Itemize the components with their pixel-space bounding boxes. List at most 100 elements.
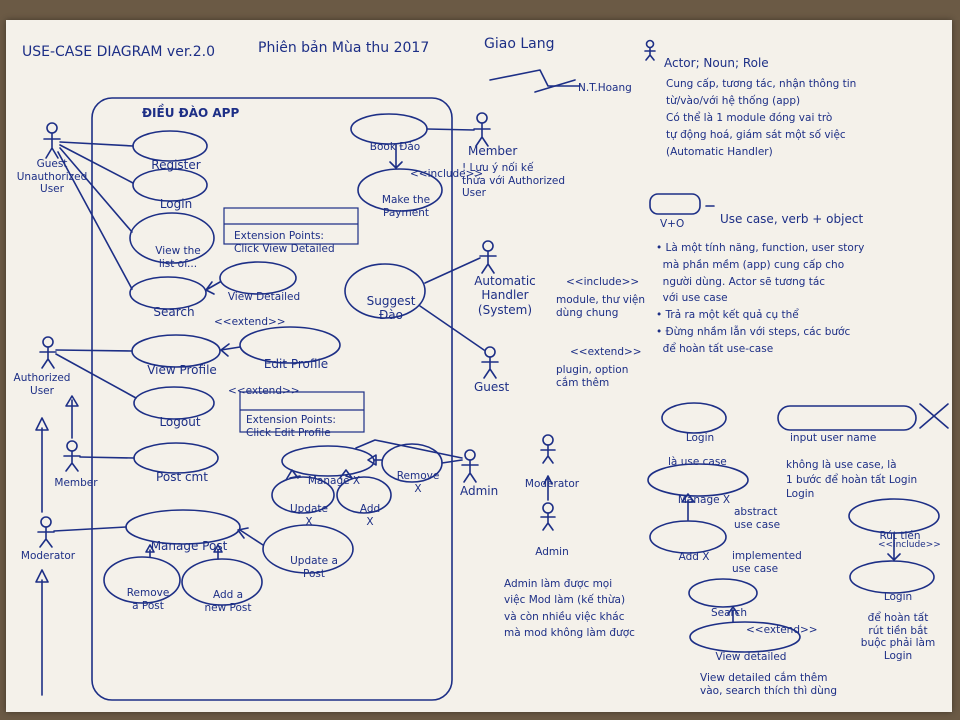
mid-include-desc: module, thư viện dùng chung (556, 294, 646, 319)
include-book-arrow (389, 144, 403, 169)
diagram-title: USE-CASE DIAGRAM ver.2.0 (22, 44, 216, 60)
uc-view-detailed-label: View Detailed (227, 291, 301, 303)
remove-x-gen (367, 454, 383, 466)
actor-heading: Actor; Noun; Role (664, 56, 769, 70)
ex-input-label: input user name (790, 432, 877, 444)
uc-remove-x-label: Remove X (396, 470, 440, 495)
actor-guest-right-figure (481, 346, 499, 379)
uc-view-list-label: View the list of... (155, 245, 201, 270)
authorized-associations (55, 349, 137, 399)
uc-suggest (344, 263, 426, 319)
uc-manage-x (281, 445, 375, 477)
uc-payment-label: Make the Payment (381, 194, 431, 219)
actor-authorized-figure (39, 336, 57, 369)
actor-auto-handler-label: Automatic Handler (System) (474, 274, 536, 317)
vo-badge: V+O (660, 218, 685, 230)
heading-actor-figure (644, 39, 656, 61)
mid-moderator-label: Moderator (524, 478, 580, 490)
uc-post-cmt-label: Post cmt (156, 470, 208, 484)
uc-login (132, 168, 208, 202)
uc-remove-post-label: Remove a Post (126, 587, 170, 612)
actor-moderator-label: Moderator (20, 550, 76, 562)
mid-admin-desc: Admin làm được mọi việc Mod làm (kế thừa… (504, 578, 635, 639)
ex-login2-ellipse (849, 560, 935, 594)
uc-update-post-label: Update a Post (290, 555, 338, 580)
moderator-generalization (35, 417, 49, 513)
extend-profile-arrow (220, 343, 241, 357)
add-x-gen (339, 469, 353, 479)
ex-login-label: Login (685, 432, 715, 444)
ex-rut-note: để hoàn tất rút tiền bắt buộc phải làm L… (860, 612, 936, 662)
ex-login2-label: Login (883, 591, 913, 603)
actor-member-left-figure (63, 440, 81, 472)
uc-suggest-label: Suggest Đào (366, 294, 416, 323)
ex-manage-ellipse (647, 463, 749, 497)
actor-member-top-figure (473, 112, 491, 147)
ex-view-ellipse (689, 621, 801, 653)
ext-points-box-2 (239, 391, 365, 433)
signature-arrow (534, 79, 576, 93)
uc-manage-post-label: Manage Post (150, 539, 228, 553)
system-boundary (91, 97, 453, 701)
uc-payment (357, 168, 443, 212)
uc-register (132, 130, 208, 162)
extend-search-label: <<extend>> (214, 316, 286, 328)
diagram-drawing (35, 39, 949, 701)
uc-add-x (336, 476, 392, 514)
actor-member-left-label: Member (54, 477, 98, 489)
actor-description: Cung cấp, tương tác, nhận thông tin từ/v… (666, 78, 857, 158)
extend-search-arrow (205, 281, 221, 295)
member-book-line (426, 128, 475, 131)
ex-add-ellipse (649, 520, 727, 554)
uc-search-label: Search (153, 305, 195, 319)
ex-impl-note: implemented use case (732, 550, 802, 575)
actor-moderator-figure (37, 516, 55, 548)
actor-authorized-label: Authorized User (13, 372, 71, 397)
member-inheritance-note: ! Lưu ý nối kế thừa với Authorized User (462, 162, 565, 200)
ex-search-ellipse (688, 578, 758, 608)
uc-edit-profile (239, 326, 341, 364)
ex-view-label: View detailed (715, 651, 787, 663)
ex-rut-ellipse (848, 498, 940, 534)
ext-points-1-text: Extension Points: Click View Detailed (234, 230, 335, 255)
paper-card (6, 20, 952, 712)
uc-logout (133, 386, 215, 420)
moderator-managepost-line (53, 526, 127, 532)
extend-profile-label: <<extend>> (228, 385, 300, 397)
vo-badge-box (649, 193, 701, 215)
admin-generalization-left (35, 569, 49, 696)
actor-member-top-label: Member (468, 144, 518, 158)
ex-abstract-note: abstract use case (734, 506, 781, 531)
suggest-associations (419, 257, 485, 351)
uc-update-x-label: Update X (289, 503, 329, 528)
author-name: N.T.Hoang (578, 82, 632, 94)
uc-book-label: Book Đào (369, 141, 421, 153)
actor-guest-figure (43, 122, 61, 159)
ex-view-note: View detailed cắm thêm vào, search thích… (700, 672, 838, 697)
update-post-link (237, 527, 264, 546)
uc-search (129, 276, 207, 310)
mid-extend-desc: plugin, option cắm thêm (556, 364, 629, 389)
actor-admin-label: Admin (460, 484, 499, 498)
mid-generalization-arrow (543, 475, 553, 501)
uc-register-label: Register (151, 158, 201, 172)
uc-view-profile-label: View Profile (147, 363, 217, 377)
ex-include-label: <<include>> (878, 540, 941, 550)
uc-remove-post (103, 556, 181, 604)
ex-gen-arrow (681, 493, 695, 521)
actor-admin-mid-figure (540, 502, 556, 531)
uc-add-x-label: Add X (359, 503, 381, 528)
uc-update-x (271, 476, 335, 514)
ex-extend-arrow (727, 606, 739, 623)
ex-input-note: không là use case, là 1 bước để hoàn tất… (786, 459, 918, 501)
uc-update-post (262, 524, 354, 574)
actor-guest-right-label: Guest (474, 380, 510, 394)
ex-rut-label: Rút tiền (879, 530, 921, 542)
actor-moderator-mid-figure (540, 434, 556, 464)
uc-post-cmt (133, 442, 219, 474)
member-postcmt-line (79, 456, 135, 459)
actor-auto-handler-figure (479, 240, 497, 274)
signature-flourish (489, 69, 581, 87)
add-post-gen (213, 544, 223, 560)
mid-include-label: <<include>> (566, 276, 640, 288)
